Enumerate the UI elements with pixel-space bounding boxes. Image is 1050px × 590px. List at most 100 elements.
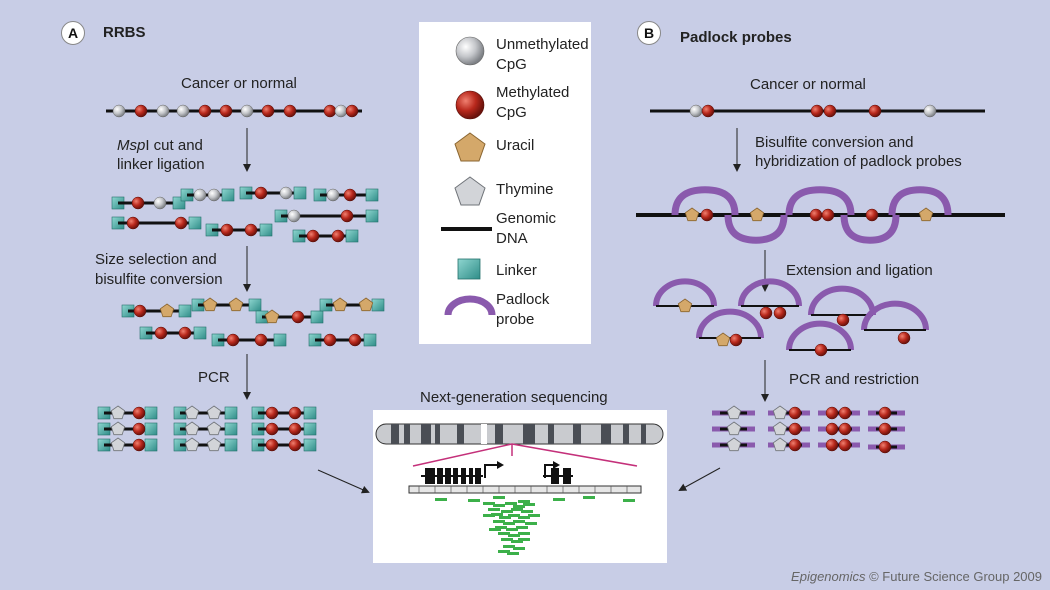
methylated-cpg [825,438,839,452]
uracil [684,207,700,222]
methylated-cpg [838,406,852,420]
zoom-line [511,443,638,467]
legend-methylated-1: Methylated [496,84,570,101]
legend-unmethylated-2: CpG [496,56,527,73]
linker [273,333,287,347]
sequencing-read [506,528,518,531]
sequencing-read [493,496,505,499]
chromosome-band [548,424,554,444]
panel-a-step-size: Size selection and [95,251,217,268]
copyright-credit: Epigenomics © Future Science Group 2009 [791,569,1042,584]
unmethylated-cpg [240,104,254,118]
centromere [481,424,487,444]
legend-uracil: Uracil [496,137,535,154]
panel-b-step-extension: Extension and ligation [786,262,933,279]
padlock-probe [671,186,739,216]
methylated-cpg [291,310,305,324]
linker-icon [457,258,481,280]
methylated-cpg [878,406,892,420]
exon [475,468,481,484]
methylated-cpg [340,209,354,223]
methylated-cpg [809,208,823,222]
methylated-cpg [219,104,233,118]
padlock-probe-icon [444,295,496,316]
linker [303,422,317,436]
unmethylated-cpg [689,104,703,118]
legend-padlock-1: Padlock [496,291,550,308]
mspi-italic: Msp [117,137,146,154]
methylated-cpg [283,104,297,118]
linker [371,298,385,312]
unmethylated-cpg [279,186,293,200]
unmethylated-cpg [287,209,301,223]
uracil [264,309,280,324]
methylated-cpg [810,104,824,118]
uracil [715,332,731,347]
sequencing-read [528,514,540,517]
sequencing-read [511,508,523,511]
unmethylated-cpg [193,188,207,202]
padlock-probe [696,308,764,339]
linker [248,298,262,312]
panel-b-step-cancer: Cancer or normal [750,76,866,93]
thymine [184,421,200,436]
panel-b-badge: B [637,21,661,45]
chromosome-band [404,424,410,444]
ngs-title: Next-generation sequencing [420,389,608,406]
thymine [184,405,200,420]
sequencing-read [505,502,517,505]
linker [144,438,158,452]
padlock-probe [785,186,855,216]
sequencing-read [493,504,505,507]
methylated-cpg [825,422,839,436]
padlock-probe [888,186,952,216]
methylated-cpg [729,333,743,347]
unmethylated-cpg [207,188,221,202]
unmethylated-cpg [156,104,170,118]
sequencing-read [488,508,500,511]
linker [224,438,238,452]
methylated-cpg [132,406,146,420]
sequencing-read [507,552,519,555]
methylated-cpg [788,406,802,420]
padlock-probe [738,278,802,307]
panel-a-step-pcr: PCR [198,369,230,386]
chromosome-band [435,424,440,444]
padlock-probe [786,320,854,351]
linker [345,229,359,243]
methylated-cpg [265,422,279,436]
methylated-cpg [878,422,892,436]
linker [365,188,379,202]
legend-genomic-2: DNA [496,230,528,247]
unmethylated-cpg [176,104,190,118]
chromosome-band [421,424,431,444]
methylated-cpg [226,333,240,347]
mspi-rest: I cut and [145,137,203,154]
methylated-cpg [348,333,362,347]
methylated-cpg [773,306,787,320]
legend-padlock-2: probe [496,311,535,328]
thymine-icon [454,176,486,206]
thymine [772,421,788,436]
methylated-cpg [306,229,320,243]
sequencing-read [518,516,530,519]
panel-b-title: Padlock probes [680,29,792,46]
thymine [726,437,742,452]
exon [437,468,443,484]
sequencing-read [491,513,503,516]
linker [221,188,235,202]
methylated-cpg [878,440,892,454]
unmethylated-cpg [334,104,348,118]
methylated-cpg [265,406,279,420]
sequence-track [408,485,642,494]
panel-a-step-bisulfite: bisulfite conversion [95,271,223,288]
methylated-cpg [788,438,802,452]
unmethylated-cpg-icon [455,36,485,66]
sequencing-read [468,499,480,502]
thymine [726,405,742,420]
uracil [332,297,348,312]
uracil-icon [454,132,486,162]
methylated-cpg [154,326,168,340]
methylated-cpg [343,188,357,202]
methylated-cpg [868,104,882,118]
